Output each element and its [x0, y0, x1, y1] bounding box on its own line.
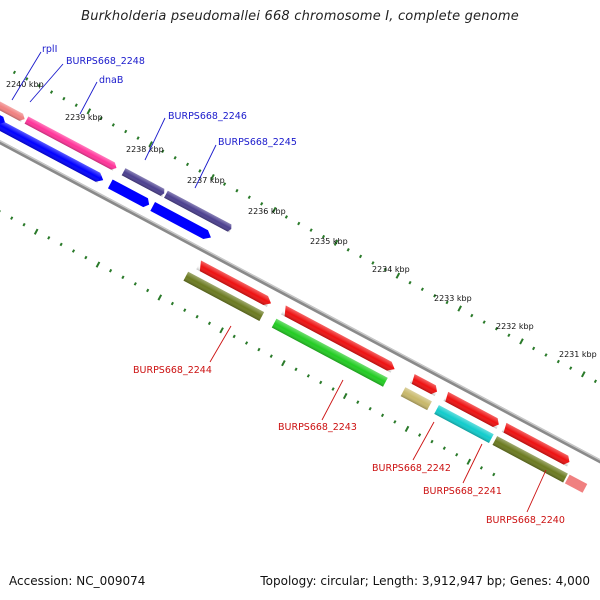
- map-title: Burkholderia pseudomallei 668 chromosome…: [81, 9, 519, 24]
- kbp-labels: 2240 kbp 2239 kbp 2238 kbp 2237 kbp 2236…: [6, 80, 597, 359]
- genome-summary-text: Topology: circular; Length: 3,912,947 bp…: [260, 574, 590, 588]
- outer-tick-row: [12, 70, 598, 384]
- backbone-track: [0, 121, 600, 473]
- gene-burps668-2246-lower: [107, 179, 150, 208]
- gene-label[interactable]: BURPS668_2243: [278, 422, 357, 433]
- gene-label[interactable]: BURPS668_2241: [423, 486, 502, 497]
- tick-label: 2231 kbp: [559, 350, 597, 359]
- gene-label[interactable]: BURPS668_2245: [218, 137, 297, 148]
- tick-label: 2233 kbp: [434, 294, 472, 303]
- tick-label: 2237 kbp: [187, 176, 225, 185]
- tick-label: 2232 kbp: [496, 322, 534, 331]
- tick-label: 2234 kbp: [372, 265, 410, 274]
- gene-label[interactable]: BURPS668_2248: [66, 56, 145, 67]
- gene-label[interactable]: dnaB: [99, 75, 123, 86]
- gene-label[interactable]: BURPS668_2244: [133, 365, 212, 376]
- tick-label: 2235 kbp: [310, 237, 348, 246]
- tick-label: 2239 kbp: [65, 113, 103, 122]
- gene-label[interactable]: BURPS668_2242: [372, 463, 451, 474]
- tick-label: 2236 kbp: [248, 207, 286, 216]
- gene-dnaB-small: [0, 113, 5, 124]
- gene-label[interactable]: BURPS668_2240: [486, 515, 565, 526]
- gene-label[interactable]: rplI: [42, 44, 57, 55]
- upper-gene-labels: [11, 51, 217, 189]
- accession-text: Accession: NC_009074: [9, 574, 146, 588]
- tick-label: 2240 kbp: [6, 80, 44, 89]
- gene-burps668-2240-pink: [564, 474, 588, 493]
- gene-burps668-2245-lower: [150, 202, 211, 240]
- gene-label[interactable]: BURPS668_2246: [168, 111, 247, 122]
- lower-gene-labels: [209, 325, 547, 513]
- inner-tick-row: [0, 209, 496, 477]
- tick-label: 2238 kbp: [126, 145, 164, 154]
